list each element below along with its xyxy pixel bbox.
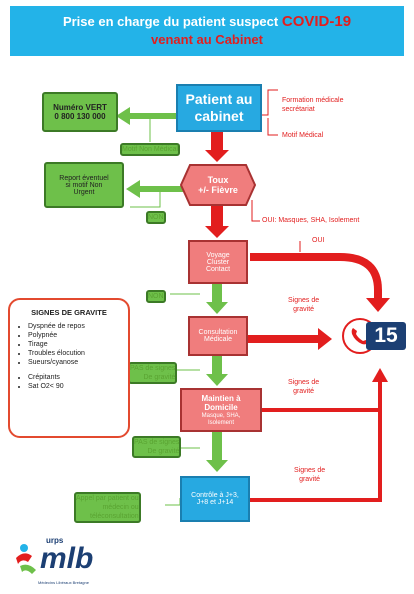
arrow-patient-to-toux [205,132,229,162]
samu-number: 15 [366,322,406,350]
label-formation: Formation médicale secrétariat [282,97,344,113]
urps-mlb-logo: urps mlb Médecins Libéraux Bretagne [10,536,160,590]
arrow-consult-to-maintien [206,355,228,386]
title-banner: Prise en charge du patient suspect COVID… [10,6,404,56]
maintien-subtitle: Masque, SHA, Isolement [201,412,241,426]
toux-hexagon [180,164,256,206]
title-prefix: Prise en charge du patient suspect [62,14,279,29]
label-signes-3: Signes de gravité [294,467,326,483]
samu-15: 15 [340,316,408,356]
title-line-2: venant au Cabinet [151,32,263,47]
gravite-list-2: Crépitants Sat O2< 90 [16,374,122,390]
label-oui: OUI [312,237,325,244]
arrow-voyage-to-15 [250,253,382,300]
label-appel: Appel par patient ou médecin ou télécons… [74,492,141,523]
label-motif-medical: Motif Médical [282,132,324,139]
title-line-1: Prise en charge du patient suspect COVID… [10,13,404,31]
signes-gravite-box: SIGNES DE GRAVITE Dyspnée de repos Polyp… [8,298,130,438]
maintien-title: Maintien à Domicile [201,393,241,412]
maintien-box: Maintien à Domicile Masque, SHA, Isoleme… [180,388,262,432]
toux-label: Toux +/- Fièvre [198,175,238,195]
controle-box: Contrôle à J+3, J+8 et J+14 [180,476,250,522]
label-non-2: NON [146,290,166,303]
patient-box: Patient au cabinet [176,84,262,132]
gravite-item: Troubles élocution [28,350,122,357]
gravite-item: Sueurs/cyanose [28,359,122,366]
label-signes-1: Signes de gravité [288,297,320,313]
arrow-patient-to-numero [116,107,176,125]
label-oui-masques: OUI: Masques, SHA, Isolement [262,217,360,224]
label-pas-signes-2: PAS de signes De gravité [132,436,182,458]
gravite-item: Crépitants [28,374,122,381]
logo-tagline: Médecins Libéraux Bretagne [38,580,89,585]
logo-urps: urps [46,536,64,545]
gravite-list: Dyspnée de repos Polypnée Tirage Trouble… [16,323,122,366]
arrow-controle-to-15 [250,380,382,502]
gravite-item: Tirage [28,341,122,348]
arrow-consult-to-15 [248,328,332,350]
label-signes-2: Signes de gravité [288,379,320,395]
arrow-maintien-to-controle [206,432,228,472]
arrow-toux-to-voyage [205,205,229,238]
arrow-voyage-to-consult [206,284,228,314]
consultation-box: Consultation Médicale [188,316,248,356]
voyage-box: Voyage Cluster Contact [188,240,248,284]
gravite-item: Polypnée [28,332,122,339]
report-box: Report éventuel si motif Non Urgent [44,162,124,208]
logo-figure-icon [16,544,36,574]
gravite-item: Sat O2< 90 [28,383,122,390]
label-pas-signes-1: PAS de signes De gravité [128,362,178,384]
label-motif-non-medical: Motif Non Médical [120,143,181,156]
numero-vert-box: Numéro VERT 0 800 130 000 [42,92,118,132]
title-accent: COVID-19 [281,13,352,30]
gravite-item: Dyspnée de repos [28,323,122,330]
gravite-title: SIGNES DE GRAVITE [31,308,107,317]
arrow-toux-to-report [126,180,186,198]
label-non-1: NON [146,211,166,224]
logo-mlb: mlb [40,542,94,575]
